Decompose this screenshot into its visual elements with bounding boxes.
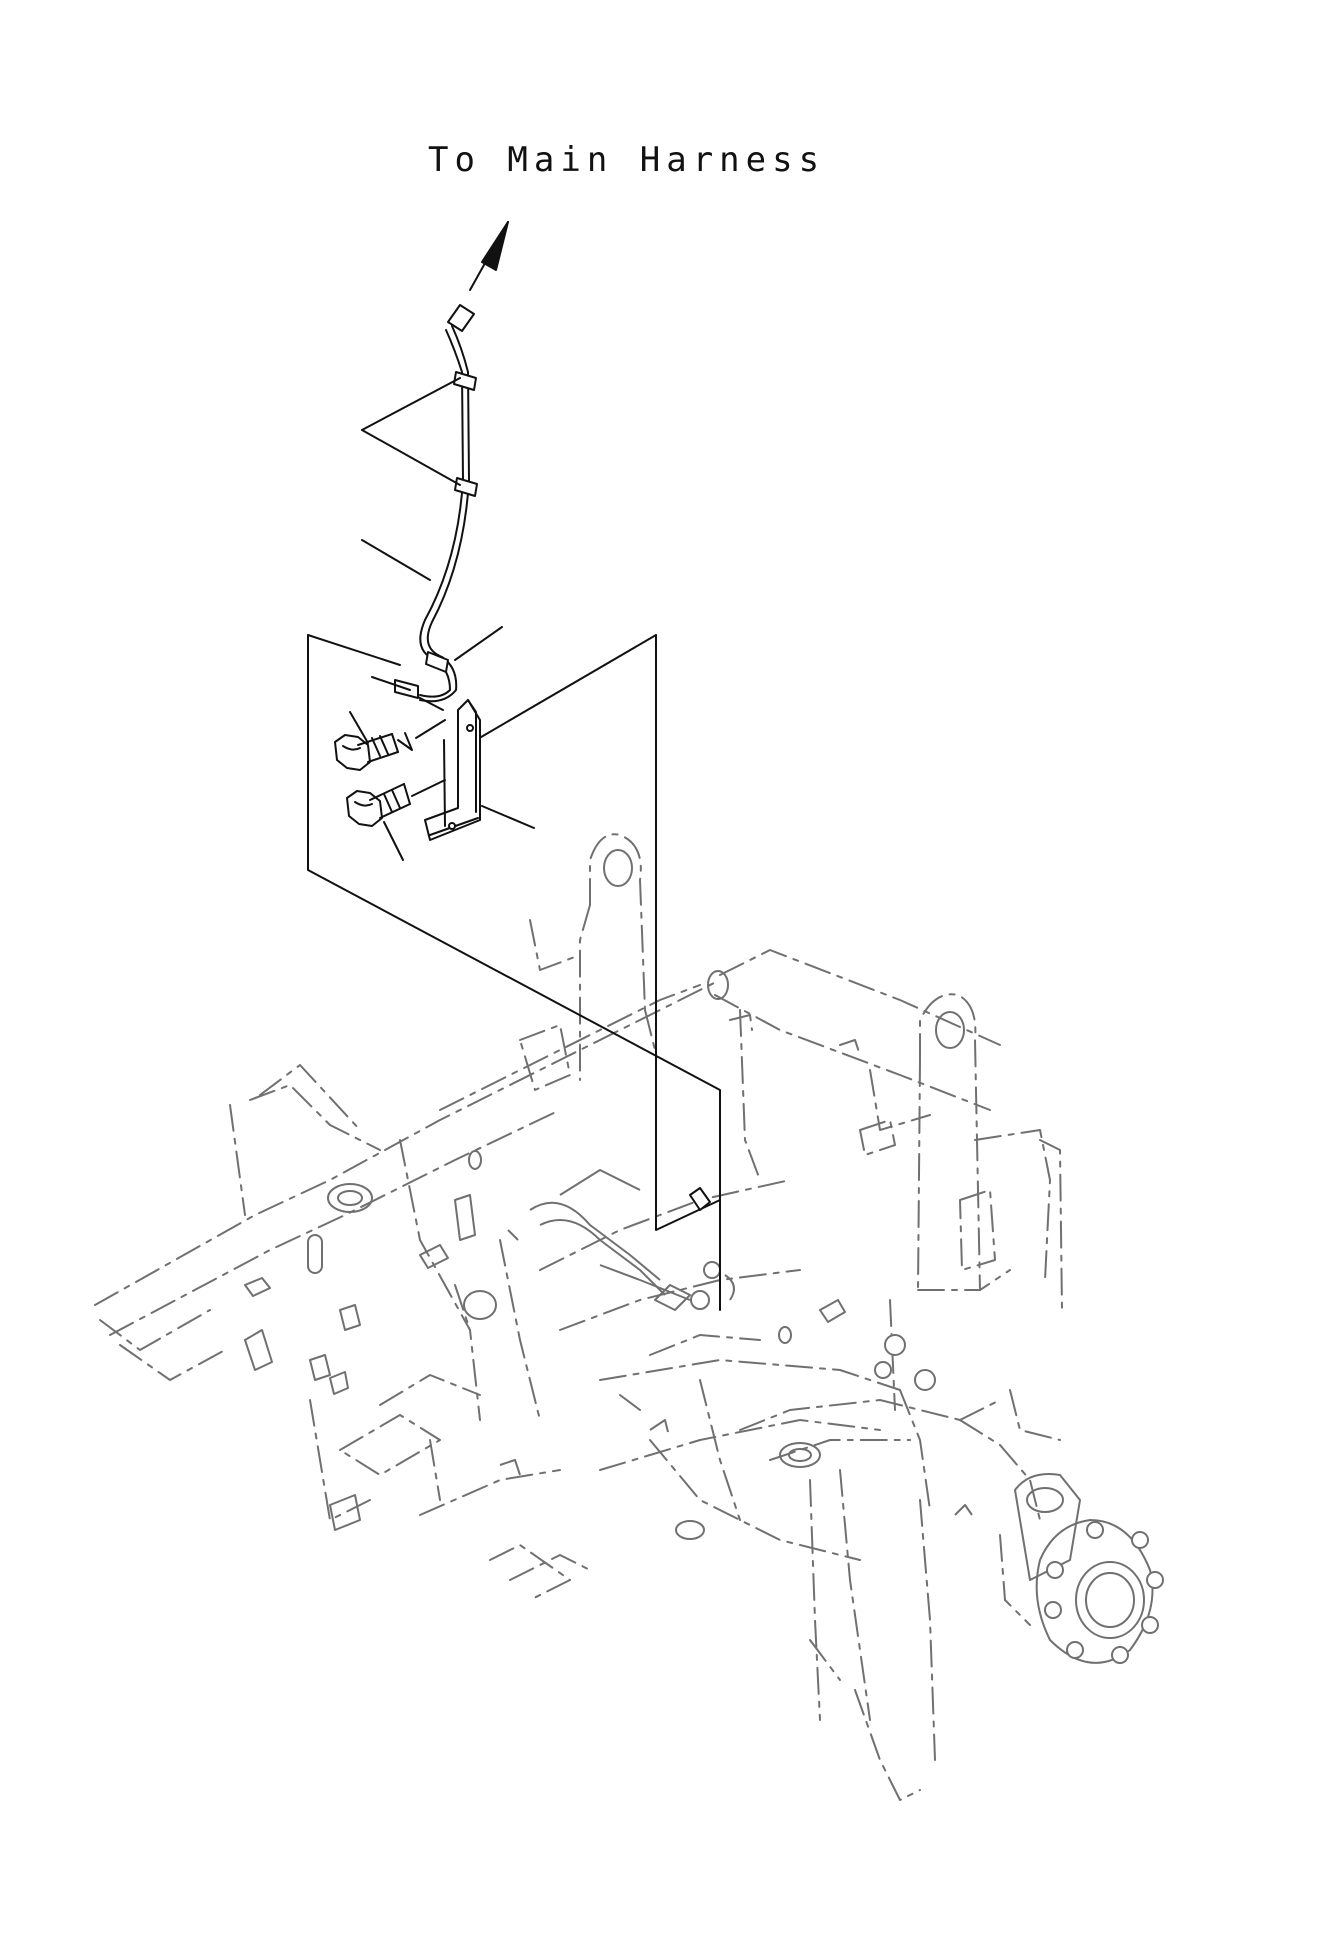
- left-small-parts: [244, 1234, 521, 1531]
- center-hoses: [454, 1194, 735, 1331]
- harness-arrowhead: [481, 221, 509, 271]
- axle-hub: [959, 1419, 1164, 1664]
- inset-target-marker: [559, 1169, 711, 1211]
- detail-inset-frame: [307, 634, 721, 1311]
- to-main-harness-label: To Main Harness: [428, 140, 826, 180]
- clamp-upper: [453, 371, 477, 391]
- clamp-lower: [454, 477, 478, 497]
- left-lift-tower: [519, 833, 656, 1091]
- central-frame-body: [327, 984, 931, 1561]
- mounting-bolt-lower: [346, 779, 446, 861]
- left-lower-plates: [99, 1309, 591, 1601]
- left-frame-rail: [94, 979, 721, 1336]
- sensor-bracket: [424, 699, 535, 841]
- end-connector: [447, 304, 475, 332]
- machine-frame-phantom: [94, 833, 1164, 1801]
- rear-vertical-plate: [809, 1469, 936, 1801]
- right-lower-structure: [739, 1299, 1061, 1461]
- right-lift-tower: [917, 993, 1063, 1311]
- upper-cross-tube: [707, 949, 1001, 1181]
- right-brackets: [619, 1299, 973, 1516]
- wiring-harness: [361, 221, 509, 711]
- clamp-end: [425, 651, 449, 673]
- mounting-bolt-upper: [334, 711, 446, 771]
